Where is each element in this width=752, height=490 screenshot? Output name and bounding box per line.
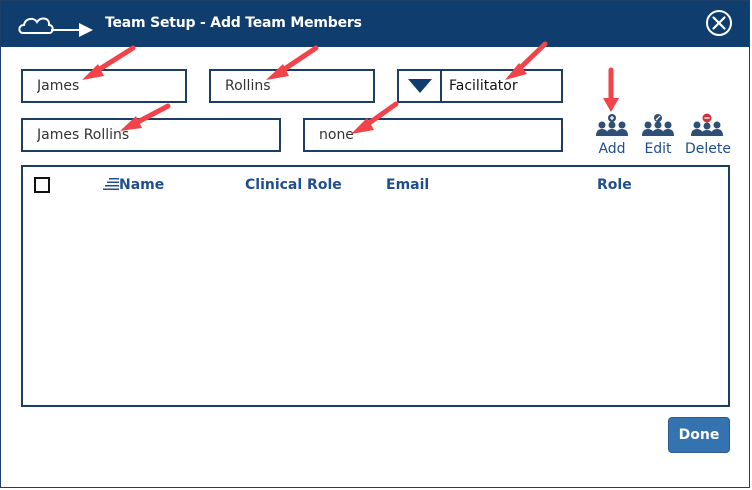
dialog-title: Team Setup - Add Team Members — [105, 15, 362, 31]
delete-label: Delete — [685, 141, 731, 157]
done-button[interactable]: Done — [668, 417, 730, 453]
select-all-checkbox[interactable] — [34, 177, 50, 193]
edit-label: Edit — [644, 141, 672, 157]
sort-icon — [103, 178, 119, 190]
clinical-role-input[interactable] — [319, 127, 561, 143]
column-header-name[interactable]: Name — [103, 177, 164, 193]
add-label: Add — [598, 141, 626, 157]
edit-button[interactable]: Edit — [641, 113, 675, 157]
delete-button[interactable]: Delete — [685, 113, 731, 157]
role-dropdown-toggle[interactable] — [399, 71, 442, 101]
add-button[interactable]: Add — [594, 113, 630, 157]
last-name-field[interactable] — [209, 69, 375, 103]
title-bar: Team Setup - Add Team Members — [1, 1, 749, 47]
column-header-role[interactable]: Role — [597, 177, 632, 193]
display-name-field[interactable] — [21, 118, 281, 152]
first-name-input[interactable] — [37, 78, 185, 94]
cloud-arrow-logo-icon — [18, 17, 93, 37]
column-header-clinical-role[interactable]: Clinical Role — [245, 177, 342, 193]
add-team-members-icon — [596, 114, 628, 136]
delete-team-members-icon — [691, 113, 723, 136]
column-header-email[interactable]: Email — [386, 177, 430, 193]
team-members-table: Name Clinical Role Email Role — [21, 165, 730, 407]
role-selected-value: Facilitator — [449, 78, 518, 94]
close-icon[interactable] — [705, 9, 733, 37]
triangle-down-icon — [407, 79, 432, 93]
first-name-field[interactable] — [21, 69, 187, 103]
display-name-input[interactable] — [37, 127, 279, 143]
column-label-name: Name — [119, 177, 165, 193]
clinical-role-field[interactable] — [303, 118, 563, 152]
edit-team-members-icon — [642, 114, 674, 136]
role-select[interactable]: Facilitator — [397, 69, 563, 103]
last-name-input[interactable] — [225, 78, 373, 94]
